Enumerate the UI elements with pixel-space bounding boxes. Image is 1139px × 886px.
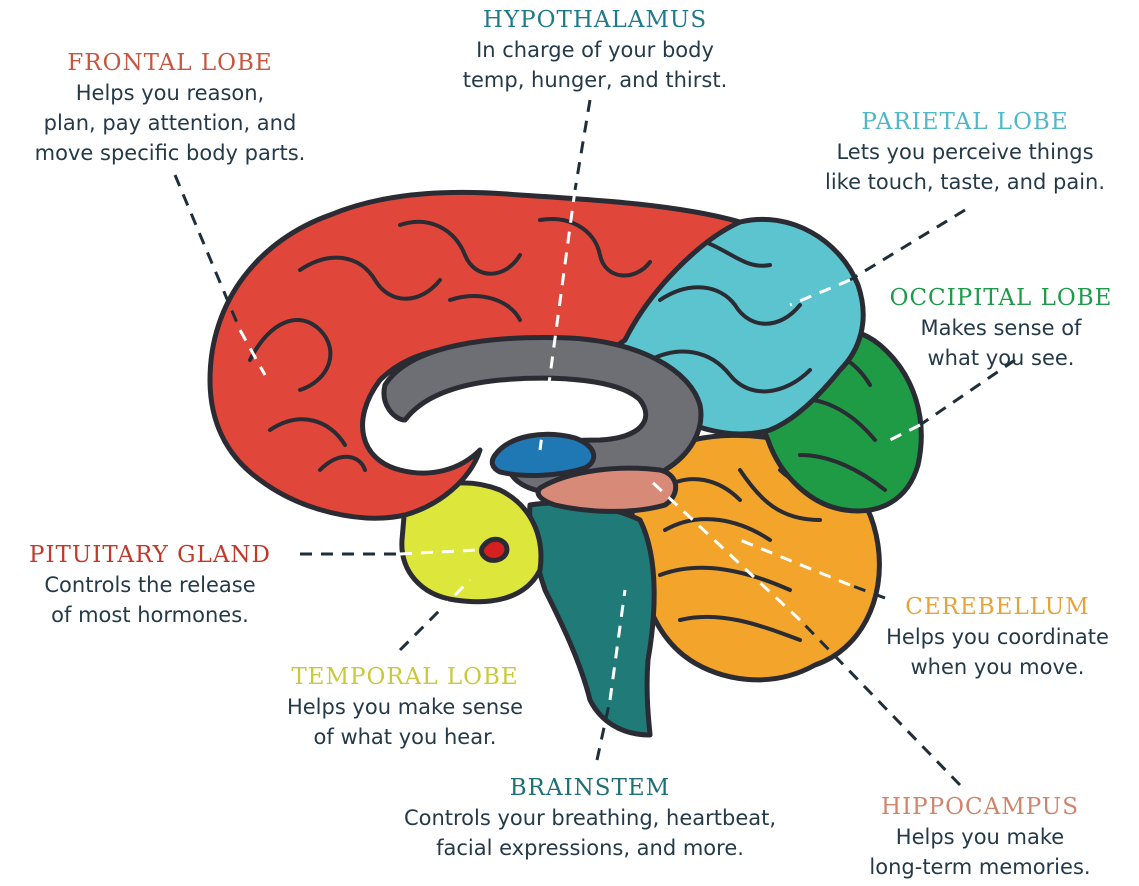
parietal-lobe-line-1: Lets you perceive things (795, 137, 1135, 167)
temporal-lobe-label: TEMPORAL LOBE Helps you make sense of wh… (250, 662, 560, 752)
cerebellum-line-2: when you move. (860, 652, 1135, 682)
occipital-lobe-line-1: Makes sense of (870, 313, 1132, 343)
pituitary-gland-shape (481, 539, 506, 560)
cerebellum-title: CEREBELLUM (860, 592, 1135, 622)
pituitary-gland-line-1: Controls the release (0, 570, 300, 600)
occipital-lobe-line-2: what you see. (870, 343, 1132, 373)
parietal-lobe-line-2: like touch, taste, and pain. (795, 167, 1135, 197)
frontal-lobe-title: FRONTAL LOBE (0, 48, 340, 78)
hypothalamus-line-2: temp, hunger, and thirst. (430, 65, 760, 95)
pituitary-gland-label: PITUITARY GLAND Controls the release of … (0, 540, 300, 630)
cerebellum-line-1: Helps you coordinate (860, 622, 1135, 652)
pituitary-gland-line-2: of most hormones. (0, 600, 300, 630)
temporal-lobe-title: TEMPORAL LOBE (250, 662, 560, 692)
hippocampus-label: HIPPOCAMPUS Helps you make long-term mem… (830, 792, 1130, 882)
cerebellum-label: CEREBELLUM Helps you coordinate when you… (860, 592, 1135, 682)
hippocampus-title: HIPPOCAMPUS (830, 792, 1130, 822)
frontal-lobe-line-1: Helps you reason, (0, 78, 340, 108)
hippocampus-line-1: Helps you make (830, 822, 1130, 852)
hypothalamus-title: HYPOTHALAMUS (430, 5, 760, 35)
parietal-lobe-title: PARIETAL LOBE (795, 107, 1135, 137)
parietal-lobe-label: PARIETAL LOBE Lets you perceive things l… (795, 107, 1135, 197)
hippocampus-line-2: long-term memories. (830, 852, 1130, 882)
frontal-lobe-line-3: move specific body parts. (0, 138, 340, 168)
brainstem-line-2: facial expressions, and more. (355, 833, 825, 863)
temporal-lobe-line-1: Helps you make sense (250, 692, 560, 722)
occipital-lobe-label: OCCIPITAL LOBE Makes sense of what you s… (870, 283, 1132, 373)
occipital-lobe-title: OCCIPITAL LOBE (870, 283, 1132, 313)
pituitary-gland-title: PITUITARY GLAND (0, 540, 300, 570)
brainstem-line-1: Controls your breathing, heartbeat, (355, 803, 825, 833)
frontal-lobe-label: FRONTAL LOBE Helps you reason, plan, pay… (0, 48, 340, 168)
temporal-lobe-line-2: of what you hear. (250, 722, 560, 752)
frontal-lobe-line-2: plan, pay attention, and (0, 108, 340, 138)
hypothalamus-shape (492, 434, 593, 475)
hypothalamus-line-1: In charge of your body (430, 35, 760, 65)
brainstem-label: BRAINSTEM Controls your breathing, heart… (355, 773, 825, 863)
brainstem-title: BRAINSTEM (355, 773, 825, 803)
hypothalamus-label: HYPOTHALAMUS In charge of your body temp… (430, 5, 760, 95)
